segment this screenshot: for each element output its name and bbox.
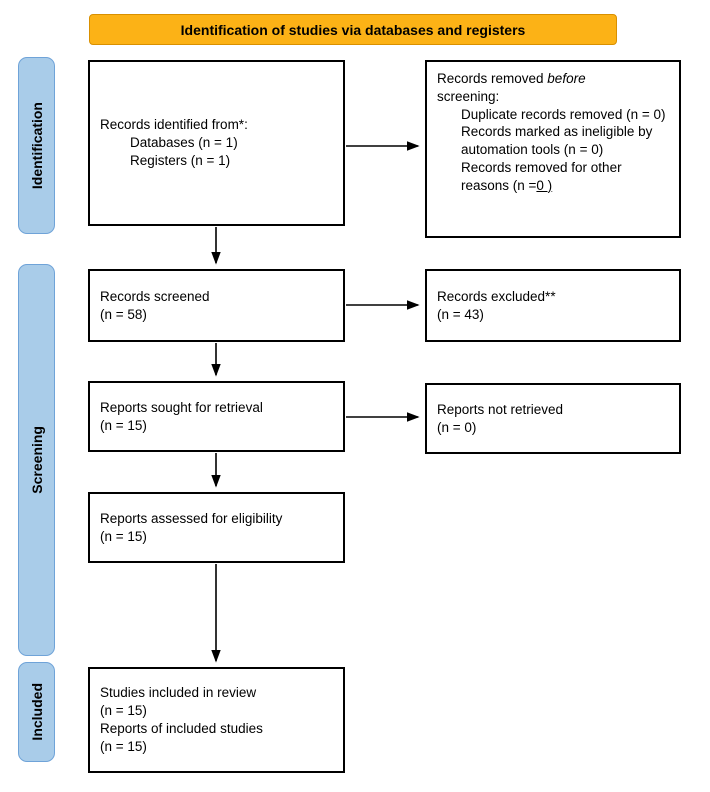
diagram-title: Identification of studies via databases … — [180, 21, 526, 38]
box-line: (n = 15) — [100, 738, 147, 754]
stage-label-identification: Identification — [18, 57, 55, 234]
box-line: Records screened — [100, 288, 210, 304]
box-reports-sought: Reports sought for retrieval (n = 15) — [88, 381, 345, 452]
box-line: Reports sought for retrieval — [100, 399, 263, 415]
box-line: Reports of included studies — [100, 721, 263, 736]
box-line: Records removed before — [437, 70, 669, 88]
box-records-identified: Records identified from*: Databases (n =… — [88, 60, 345, 226]
box-line: Databases (n = 1) — [130, 135, 238, 151]
box-line: Records identified from*: — [100, 117, 248, 133]
box-line: (n = 15) — [100, 703, 147, 719]
box-line: screening: — [437, 88, 500, 104]
box-records-excluded: Records excluded** (n = 43) — [425, 269, 681, 342]
stage-label-included-text: Included — [28, 683, 45, 741]
box-line: Records removed for other reasons (n =0 … — [437, 159, 669, 195]
box-line: (n = 15) — [100, 528, 147, 544]
diagram-title-banner: Identification of studies via databases … — [89, 14, 617, 45]
box-line: Duplicate records removed (n = 0) — [461, 106, 666, 122]
box-line: Reports assessed for eligibility — [100, 510, 283, 526]
box-records-removed: Records removed before screening: Duplic… — [425, 60, 681, 238]
box-studies-included: Studies included in review (n = 15) Repo… — [88, 667, 345, 773]
box-line: Records excluded** — [437, 288, 556, 304]
text-part: Records removed for other reasons (n = — [461, 160, 622, 193]
box-reports-assessed: Reports assessed for eligibility (n = 15… — [88, 492, 345, 563]
box-line: Records marked as ineligible by automati… — [461, 124, 653, 158]
box-line: (n = 58) — [100, 306, 147, 322]
box-line: (n = 43) — [437, 306, 484, 322]
stage-label-screening: Screening — [18, 264, 55, 656]
stage-label-screening-text: Screening — [28, 426, 45, 494]
box-line: Registers (n = 1) — [130, 152, 231, 168]
box-records-screened: Records screened (n = 58) — [88, 269, 345, 342]
text-part: Records removed — [437, 71, 548, 86]
box-line: (n = 15) — [100, 417, 147, 433]
box-line: (n = 0) — [437, 419, 477, 435]
box-line: Studies included in review — [100, 685, 257, 701]
text-part-underline: 0 ) — [536, 177, 553, 193]
stage-label-included: Included — [18, 662, 55, 762]
text-part-italic: before — [547, 71, 586, 86]
box-reports-not-retrieved: Reports not retrieved (n = 0) — [425, 383, 681, 454]
box-line: Reports not retrieved — [437, 401, 564, 417]
stage-label-identification-text: Identification — [28, 101, 45, 190]
